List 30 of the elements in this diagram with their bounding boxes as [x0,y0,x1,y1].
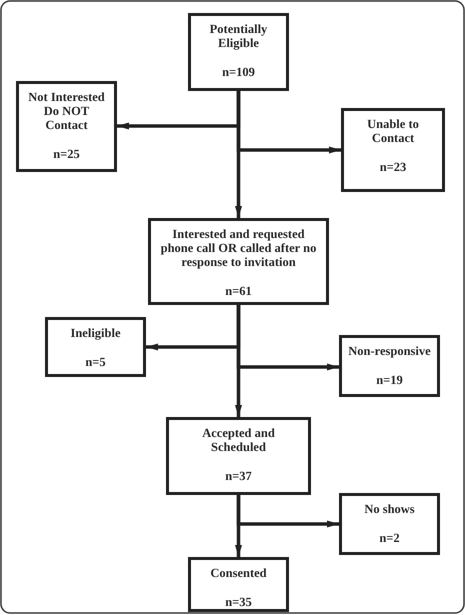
process-box [339,493,440,555]
arrow [235,305,242,417]
box-count: n=61 [224,284,253,298]
box-count: n=109 [221,65,256,79]
box-heading: Unable to Contact [366,117,420,145]
process-box [166,417,311,495]
process-box [188,13,289,91]
arrow [235,495,242,557]
box-heading: Consented [209,566,268,580]
box-count: n=37 [224,469,253,483]
process-box [45,317,146,377]
process-box [16,81,117,172]
box-heading: Potentially Eligible [208,22,268,50]
box-count: n=23 [378,160,408,174]
box-count: n=5 [84,355,107,369]
box-heading: Accepted and Scheduled [201,426,276,454]
box-heading: Interested and requested phone call OR called after no response to invitation [160,227,318,269]
box-heading: Not Interested Do NOT Contact [27,90,106,132]
process-box [188,557,289,612]
box-heading: No shows [363,502,416,516]
arrow [235,91,242,218]
process-box [339,335,440,397]
box-count: n=25 [52,147,81,161]
box-heading: Non-responsive [347,344,432,358]
process-box [341,108,445,192]
box-count: n=35 [224,595,253,609]
box-count: n=2 [378,531,401,545]
box-count: n=19 [375,373,404,387]
box-heading: Ineligible [69,326,122,340]
process-box [148,218,329,305]
